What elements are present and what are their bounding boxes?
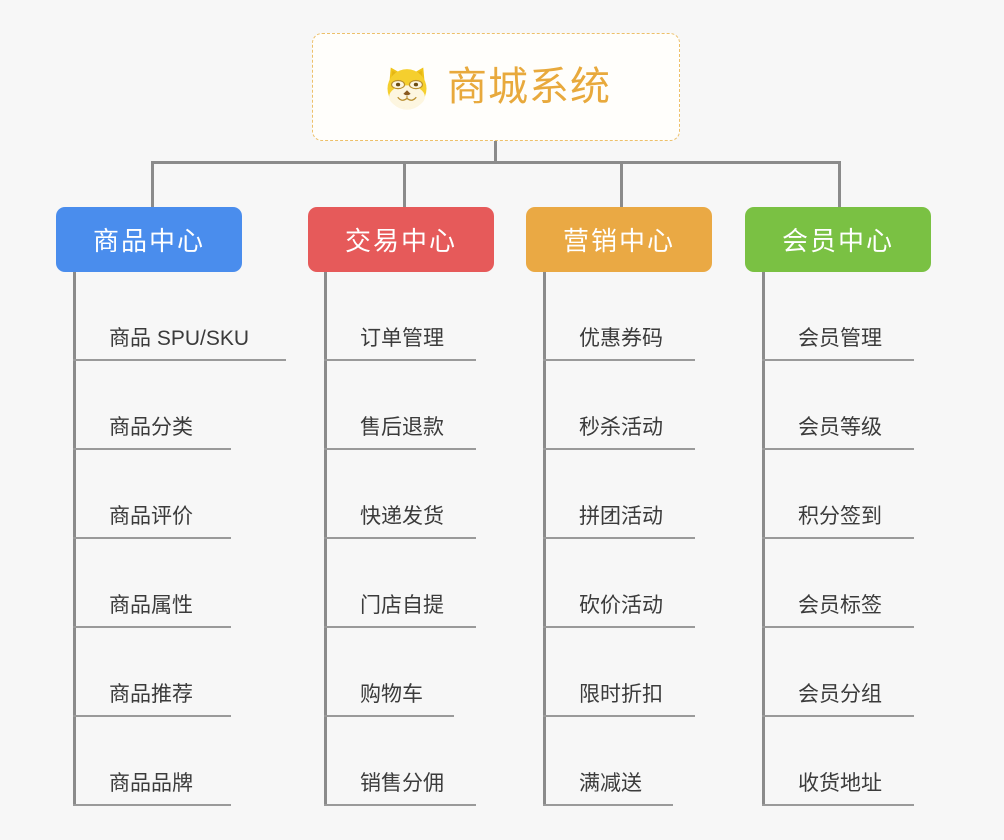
leaf-item-label: 商品评价 xyxy=(109,505,193,528)
leaf-item[interactable]: 商品推荐 xyxy=(73,628,241,717)
leaf-item-underline xyxy=(762,804,914,806)
leaf-spine-line xyxy=(324,272,327,806)
leaf-item-underline xyxy=(324,804,476,806)
leaf-item[interactable]: 订单管理 xyxy=(324,272,486,361)
leaf-item[interactable]: 门店自提 xyxy=(324,539,486,628)
branch-drop-line xyxy=(838,161,841,207)
leaf-item[interactable]: 商品属性 xyxy=(73,539,241,628)
shiba-dog-face-icon xyxy=(381,61,433,113)
leaf-item-label: 限时折扣 xyxy=(579,683,663,706)
root-title: 商城系统 xyxy=(447,65,611,109)
leaf-item[interactable]: 会员标签 xyxy=(762,539,924,628)
leaf-item[interactable]: 销售分佣 xyxy=(324,717,486,806)
leaf-item[interactable]: 秒杀活动 xyxy=(543,361,705,450)
leaf-item[interactable]: 积分签到 xyxy=(762,450,924,539)
leaf-item-label: 积分签到 xyxy=(798,505,882,528)
leaf-item[interactable]: 满减送 xyxy=(543,717,683,806)
leaf-item-underline xyxy=(324,448,476,450)
leaf-item-underline xyxy=(324,359,476,361)
leaf-item-label: 商品属性 xyxy=(109,594,193,617)
leaf-item[interactable]: 售后退款 xyxy=(324,361,486,450)
leaf-item-underline xyxy=(73,448,231,450)
category-header-label: 营销中心 xyxy=(562,226,675,256)
leaf-item-label: 会员分组 xyxy=(798,683,882,706)
leaf-item-label: 门店自提 xyxy=(360,594,444,617)
leaf-item-underline xyxy=(324,626,476,628)
leaf-item-label: 订单管理 xyxy=(360,327,444,350)
leaf-item[interactable]: 快递发货 xyxy=(324,450,486,539)
leaf-item[interactable]: 会员分组 xyxy=(762,628,924,717)
leaf-item[interactable]: 商品评价 xyxy=(73,450,241,539)
leaf-item[interactable]: 优惠券码 xyxy=(543,272,705,361)
leaf-item-underline xyxy=(543,715,695,717)
leaf-item-label: 秒杀活动 xyxy=(579,416,663,439)
leaf-item-label: 商品 SPU/SKU xyxy=(109,327,250,350)
leaf-spine-line xyxy=(762,272,765,806)
leaf-item-label: 优惠券码 xyxy=(579,327,663,350)
category-header-2[interactable]: 交易中心 xyxy=(308,207,494,272)
leaf-item[interactable]: 砍价活动 xyxy=(543,539,705,628)
leaf-item-label: 收货地址 xyxy=(798,772,882,795)
leaf-item-underline xyxy=(73,359,286,361)
leaf-item-label: 会员标签 xyxy=(798,594,882,617)
leaf-item[interactable]: 购物车 xyxy=(324,628,464,717)
leaf-item[interactable]: 限时折扣 xyxy=(543,628,705,717)
category-header-label: 商品中心 xyxy=(92,226,205,256)
horizontal-bus-line xyxy=(151,161,840,164)
leaf-spine-line xyxy=(73,272,76,806)
category-header-label: 会员中心 xyxy=(781,226,894,256)
category-header-1[interactable]: 商品中心 xyxy=(56,207,242,272)
leaf-item-label: 商品分类 xyxy=(109,416,193,439)
leaf-item[interactable]: 会员管理 xyxy=(762,272,924,361)
leaf-item-label: 会员管理 xyxy=(798,327,882,350)
leaf-item-label: 购物车 xyxy=(360,683,423,706)
leaf-item-underline xyxy=(762,359,914,361)
leaf-item-underline xyxy=(73,537,231,539)
leaf-item-underline xyxy=(73,804,231,806)
leaf-item-label: 售后退款 xyxy=(360,416,444,439)
leaf-item-underline xyxy=(324,537,476,539)
leaf-item-underline xyxy=(762,626,914,628)
leaf-item-label: 快递发货 xyxy=(360,505,444,528)
leaf-item[interactable]: 商品分类 xyxy=(73,361,241,450)
leaf-item-underline xyxy=(324,715,454,717)
leaf-item-underline xyxy=(543,804,673,806)
leaf-item[interactable]: 商品品牌 xyxy=(73,717,241,806)
leaf-item[interactable]: 会员等级 xyxy=(762,361,924,450)
leaf-item-underline xyxy=(73,626,231,628)
leaf-item-underline xyxy=(543,448,695,450)
leaf-item[interactable]: 拼团活动 xyxy=(543,450,705,539)
leaf-item-label: 满减送 xyxy=(579,772,642,795)
branch-drop-line xyxy=(151,161,154,207)
category-header-3[interactable]: 营销中心 xyxy=(526,207,712,272)
leaf-item-underline xyxy=(543,537,695,539)
leaf-item-label: 销售分佣 xyxy=(360,772,444,795)
leaf-item-label: 拼团活动 xyxy=(579,505,663,528)
leaf-item-underline xyxy=(73,715,231,717)
leaf-spine-line xyxy=(543,272,546,806)
leaf-item-underline xyxy=(762,537,914,539)
root-node[interactable]: 商城系统 xyxy=(312,33,680,141)
leaf-item-label: 会员等级 xyxy=(798,416,882,439)
branch-drop-line xyxy=(620,161,623,207)
leaf-item-underline xyxy=(762,715,914,717)
category-header-label: 交易中心 xyxy=(344,226,457,256)
leaf-item-underline xyxy=(762,448,914,450)
leaf-item-label: 商品推荐 xyxy=(109,683,193,706)
leaf-item[interactable]: 商品 SPU/SKU xyxy=(73,272,296,361)
root-connector-stub xyxy=(494,141,497,163)
leaf-item-label: 砍价活动 xyxy=(579,594,663,617)
leaf-item-underline xyxy=(543,626,695,628)
category-header-4[interactable]: 会员中心 xyxy=(745,207,931,272)
leaf-item-label: 商品品牌 xyxy=(109,772,193,795)
branch-drop-line xyxy=(403,161,406,207)
leaf-item-underline xyxy=(543,359,695,361)
leaf-item[interactable]: 收货地址 xyxy=(762,717,924,806)
